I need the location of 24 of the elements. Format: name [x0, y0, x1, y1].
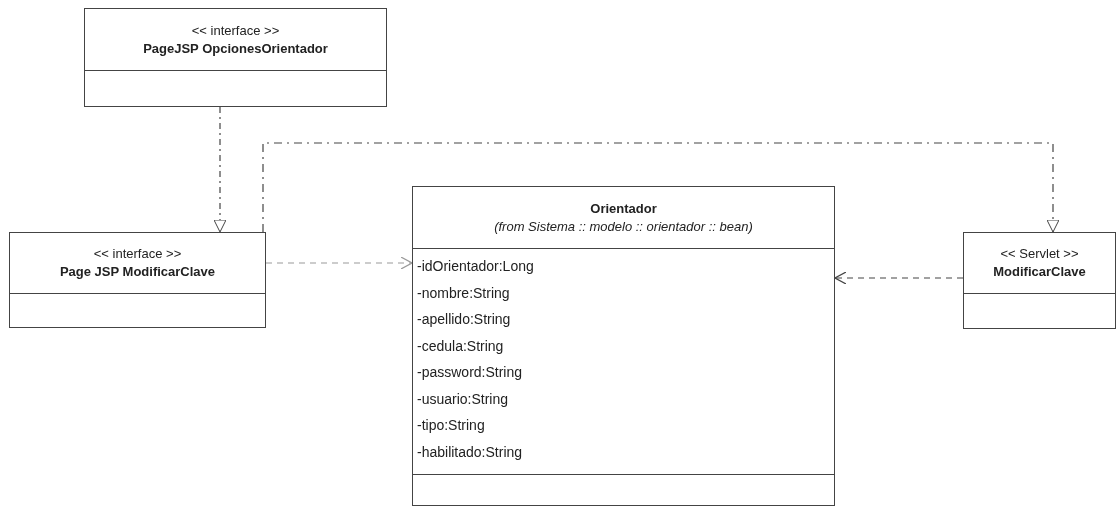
- stereotype-label: << Servlet >>: [1000, 246, 1079, 262]
- dependency-arrow: [262, 142, 1060, 233]
- dependency-arrow: [265, 256, 413, 270]
- dependency-arrow: [213, 106, 227, 233]
- class-name: Page JSP ModificarClave: [59, 264, 216, 280]
- class-box: [9, 232, 266, 328]
- dependency-arrow: [834, 271, 964, 285]
- class-name: Orientador: [590, 200, 657, 217]
- attribute-text: -habilitado:String: [417, 442, 524, 462]
- attribute-text: -tipo:String: [417, 416, 486, 435]
- class-box: [412, 186, 835, 506]
- attribute-text: -nombre:String: [417, 283, 511, 303]
- stereotype-label: << interface >>: [93, 246, 182, 262]
- class-box: [963, 232, 1116, 329]
- stereotype-label: << interface >>: [191, 22, 280, 39]
- attribute-text: -cedula:String: [417, 336, 505, 356]
- class-box: [84, 8, 387, 107]
- attribute-text: -idOrientador:Long: [417, 257, 535, 276]
- package-path: (from Sistema :: modelo :: orientador :: bean): [494, 218, 753, 235]
- attribute-text: -usuario:String: [417, 389, 510, 409]
- class-name: ModificarClave: [993, 264, 1086, 280]
- attribute-text: -password:String: [417, 363, 524, 382]
- class-name: PageJSP OpcionesOrientador: [143, 40, 328, 57]
- attribute-text: -apellido:String: [417, 310, 512, 329]
